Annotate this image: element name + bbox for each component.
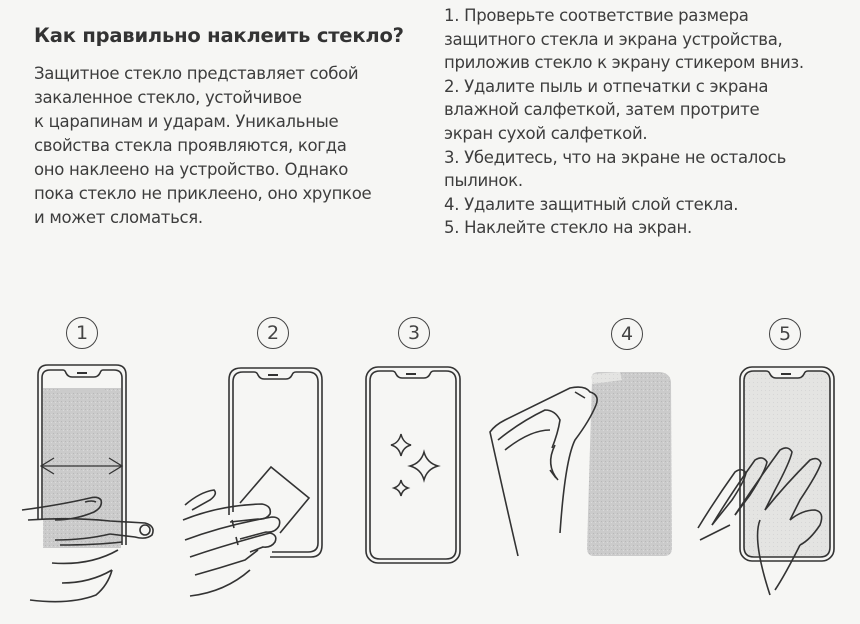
phone-wipe-with-cloth-icon xyxy=(182,367,323,597)
step-line: защитного стекла и экрана устройства, xyxy=(444,29,783,49)
intro-line: к царапинам и ударам. Уникальные xyxy=(34,112,339,131)
step-line: 2. Удалите пыль и отпечатки с экрана xyxy=(444,76,769,96)
illustration-row: 1 2 3 4 5 xyxy=(0,300,860,624)
intro-line: Защитное стекло представляет собой xyxy=(34,64,359,83)
step-number-badge: 5 xyxy=(769,318,801,350)
intro-paragraph: Защитное стекло представляет собой закал… xyxy=(34,62,414,230)
intro-line: свойства стекла проявляются, когда xyxy=(34,136,347,155)
step-line: 4. Удалите защитный слой стекла. xyxy=(444,194,739,214)
illustrations-canvas xyxy=(21,364,835,603)
intro-line: закаленное стекло, устойчивое xyxy=(34,88,302,107)
step-number-badge: 3 xyxy=(398,317,430,349)
step-line: влажной салфеткой, затем протрите xyxy=(444,100,760,120)
step-line: приложив стекло к экрану стикером вниз. xyxy=(444,53,804,73)
apply-glass-to-phone-icon xyxy=(697,366,835,596)
step-number-badge: 2 xyxy=(257,317,289,349)
phone-clean-sparkles-icon xyxy=(365,366,461,564)
step-line: 5. Наклейте стекло на экран. xyxy=(444,218,692,238)
step-line: 3. Убедитесь, что на экране не осталось xyxy=(444,147,786,167)
intro-line: оно наклеено на устройство. Однако xyxy=(34,160,349,179)
instruction-steps-list: 1. Проверьте соответствие размера защитн… xyxy=(444,4,854,240)
intro-line: пока стекло не приклеено, оно хрупкое xyxy=(34,184,372,203)
step-line: 1. Проверьте соответствие размера xyxy=(444,6,749,25)
step-number-badge: 4 xyxy=(611,318,643,350)
page-title: Как правильно наклеить стекло? xyxy=(34,24,404,47)
intro-line: и может сломаться. xyxy=(34,208,203,227)
phone-with-glass-size-check-icon xyxy=(21,364,154,603)
step-line: экран сухой салфеткой. xyxy=(444,123,648,143)
step-line: пылинок. xyxy=(444,171,523,191)
step-number-badge: 1 xyxy=(66,317,98,349)
peel-glass-protective-layer-icon xyxy=(489,372,672,557)
